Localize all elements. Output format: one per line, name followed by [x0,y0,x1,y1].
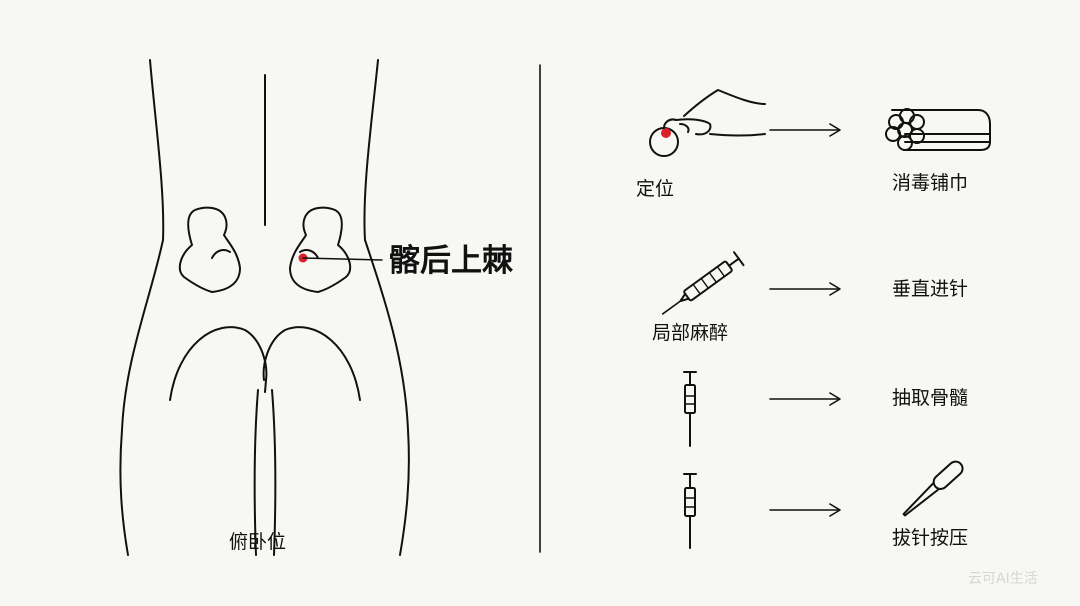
step-label-disinfect: 消毒铺巾 [892,172,969,194]
needle-with-cotton-tip-icon [902,460,964,517]
body-outline [119,59,410,556]
watermark: 云可AI生活 [968,571,1038,587]
iliac-bone-left-groove [211,249,231,259]
position-label: 俯卧位 [229,531,287,553]
arrow-anesthesia-to-insert [769,282,841,296]
arrow-locate-to-disinfect [769,123,841,137]
landmark-label: 髂后上棘 [389,243,513,279]
step-label-anesthesia: 局部麻醉 [652,322,729,344]
buttocks-left [169,326,268,401]
landmark-callout-line [302,257,383,261]
syringe-icon [661,251,745,315]
step-label-withdraw: 拔针按压 [892,527,969,549]
body-right-contour [363,59,410,556]
gauze-towel-icon [885,108,991,151]
step-label-insert: 垂直进针 [892,278,969,300]
iliac-bone-right-groove [299,249,319,259]
finger-pressing-dot-icon [649,89,766,157]
needle-icon [683,473,697,549]
step-label-aspirate: 抽取骨髓 [892,387,969,409]
arrow-to-withdraw [769,503,841,517]
step-label-locate: 定位 [636,178,675,200]
gluteal-cleft [264,379,267,393]
bone-marrow-needle-icon [683,371,697,447]
body-left-contour [119,59,165,556]
iliac-bone-right [289,206,352,293]
leg-right-inner [271,389,277,556]
iliac-bone-left [178,206,241,293]
flow-arrows [769,123,841,517]
buttocks-right [262,326,361,401]
leg-left-inner [253,389,259,556]
arrow-to-aspirate [769,392,841,406]
